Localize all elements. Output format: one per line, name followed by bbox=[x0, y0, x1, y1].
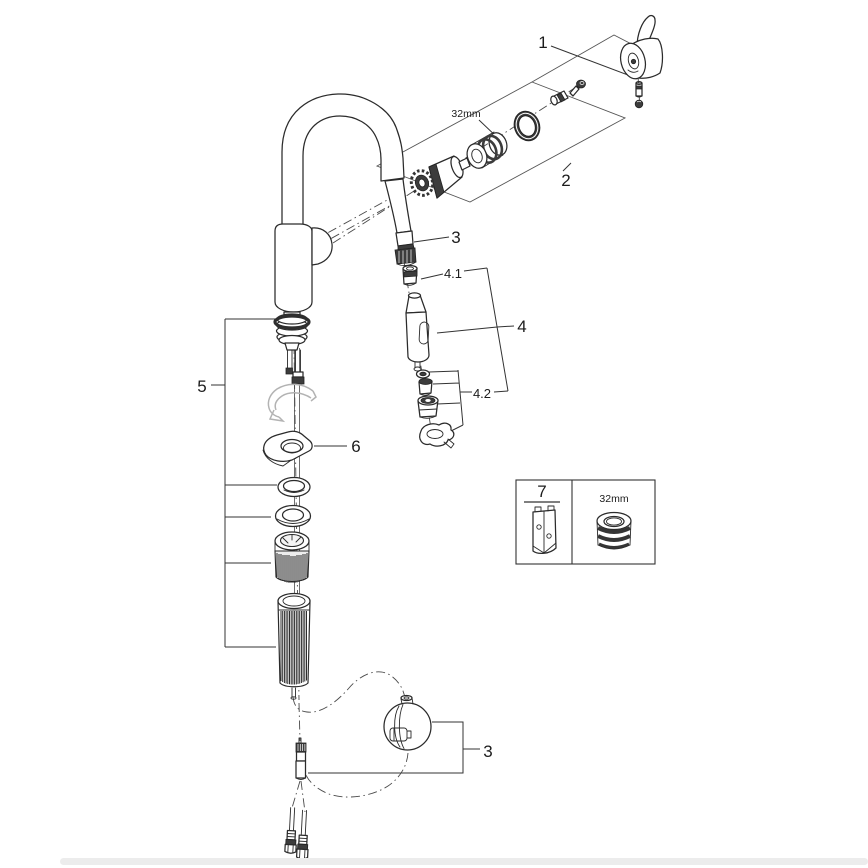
box-outline bbox=[515, 479, 656, 565]
service-tool bbox=[532, 505, 557, 555]
hose-connector-part-3 bbox=[394, 230, 417, 267]
rotation-arrow-icon bbox=[267, 383, 317, 423]
supply-hose-ends bbox=[284, 807, 309, 860]
mounting-hardware-part-5 bbox=[274, 476, 312, 700]
leader-part-1 bbox=[550, 45, 637, 79]
faucet-body-and-spout bbox=[274, 93, 412, 313]
o-ring-large bbox=[513, 110, 541, 142]
cartridge-spline-stem bbox=[409, 169, 435, 197]
washer bbox=[419, 371, 427, 377]
parts-4-2-mousseur-set bbox=[415, 369, 455, 449]
hose-coupling bbox=[295, 737, 307, 780]
retainer-clip bbox=[419, 422, 455, 447]
label-part-2: 2 bbox=[561, 171, 570, 190]
threaded-mounting-tube bbox=[277, 592, 311, 700]
cartridge-part bbox=[409, 155, 474, 199]
service-cap-32mm bbox=[596, 511, 632, 550]
leader-part-2 bbox=[562, 162, 572, 172]
supply-tube-tip bbox=[285, 367, 293, 375]
screw-shaft bbox=[569, 85, 580, 97]
hose-nipple bbox=[291, 376, 305, 385]
label-part-5: 5 bbox=[197, 377, 206, 396]
base-shank-assembly bbox=[273, 311, 311, 385]
label-part-3-bottom: 3 bbox=[483, 742, 492, 761]
label-part-4-2: 4.2 bbox=[473, 386, 491, 401]
spray-head-part-4 bbox=[405, 292, 430, 372]
label-part-4: 4 bbox=[517, 317, 526, 336]
leader-lines bbox=[211, 45, 637, 774]
spout-tube bbox=[281, 93, 405, 230]
shank-o-ring bbox=[273, 314, 311, 330]
label-part-3-top: 3 bbox=[451, 228, 460, 247]
bracket-part-3-bottom bbox=[308, 721, 480, 774]
center-axis-lines bbox=[291, 57, 641, 813]
label-32mm-cap: 32mm bbox=[451, 108, 480, 120]
faucet-body bbox=[274, 223, 313, 313]
leader-part-4-1 bbox=[420, 267, 488, 280]
weight-ball bbox=[383, 702, 432, 751]
part-number-labels: 1 2 3 4.1 4 4.2 5 6 7 3 32mm 32mm bbox=[197, 33, 629, 761]
hose-loop-path bbox=[292, 671, 406, 713]
label-part-6: 6 bbox=[351, 437, 360, 456]
service-parts-box-7 bbox=[515, 479, 656, 565]
label-part-4-1: 4.1 bbox=[444, 266, 462, 281]
leader-part-3-top bbox=[413, 236, 450, 243]
bracket-part-4 bbox=[436, 267, 515, 392]
label-32mm-service: 32mm bbox=[599, 493, 628, 505]
label-part-1: 1 bbox=[538, 33, 547, 52]
cartridge-cap-32mm bbox=[466, 131, 508, 169]
part-4-1-adapter bbox=[402, 264, 418, 286]
bracket-part-5 bbox=[211, 318, 277, 648]
handle-mount-dome bbox=[311, 227, 333, 266]
lever-handle-part-1 bbox=[619, 14, 664, 109]
hose-weight-part-3 bbox=[284, 694, 432, 860]
handle-screw-and-adapter bbox=[550, 79, 586, 106]
mounting-nut bbox=[274, 531, 310, 583]
label-part-7: 7 bbox=[537, 482, 546, 501]
horizontal-scrollbar[interactable] bbox=[60, 858, 868, 865]
mounting-wrench-part-6 bbox=[262, 430, 313, 467]
bracket-part-4-2 bbox=[428, 369, 509, 435]
